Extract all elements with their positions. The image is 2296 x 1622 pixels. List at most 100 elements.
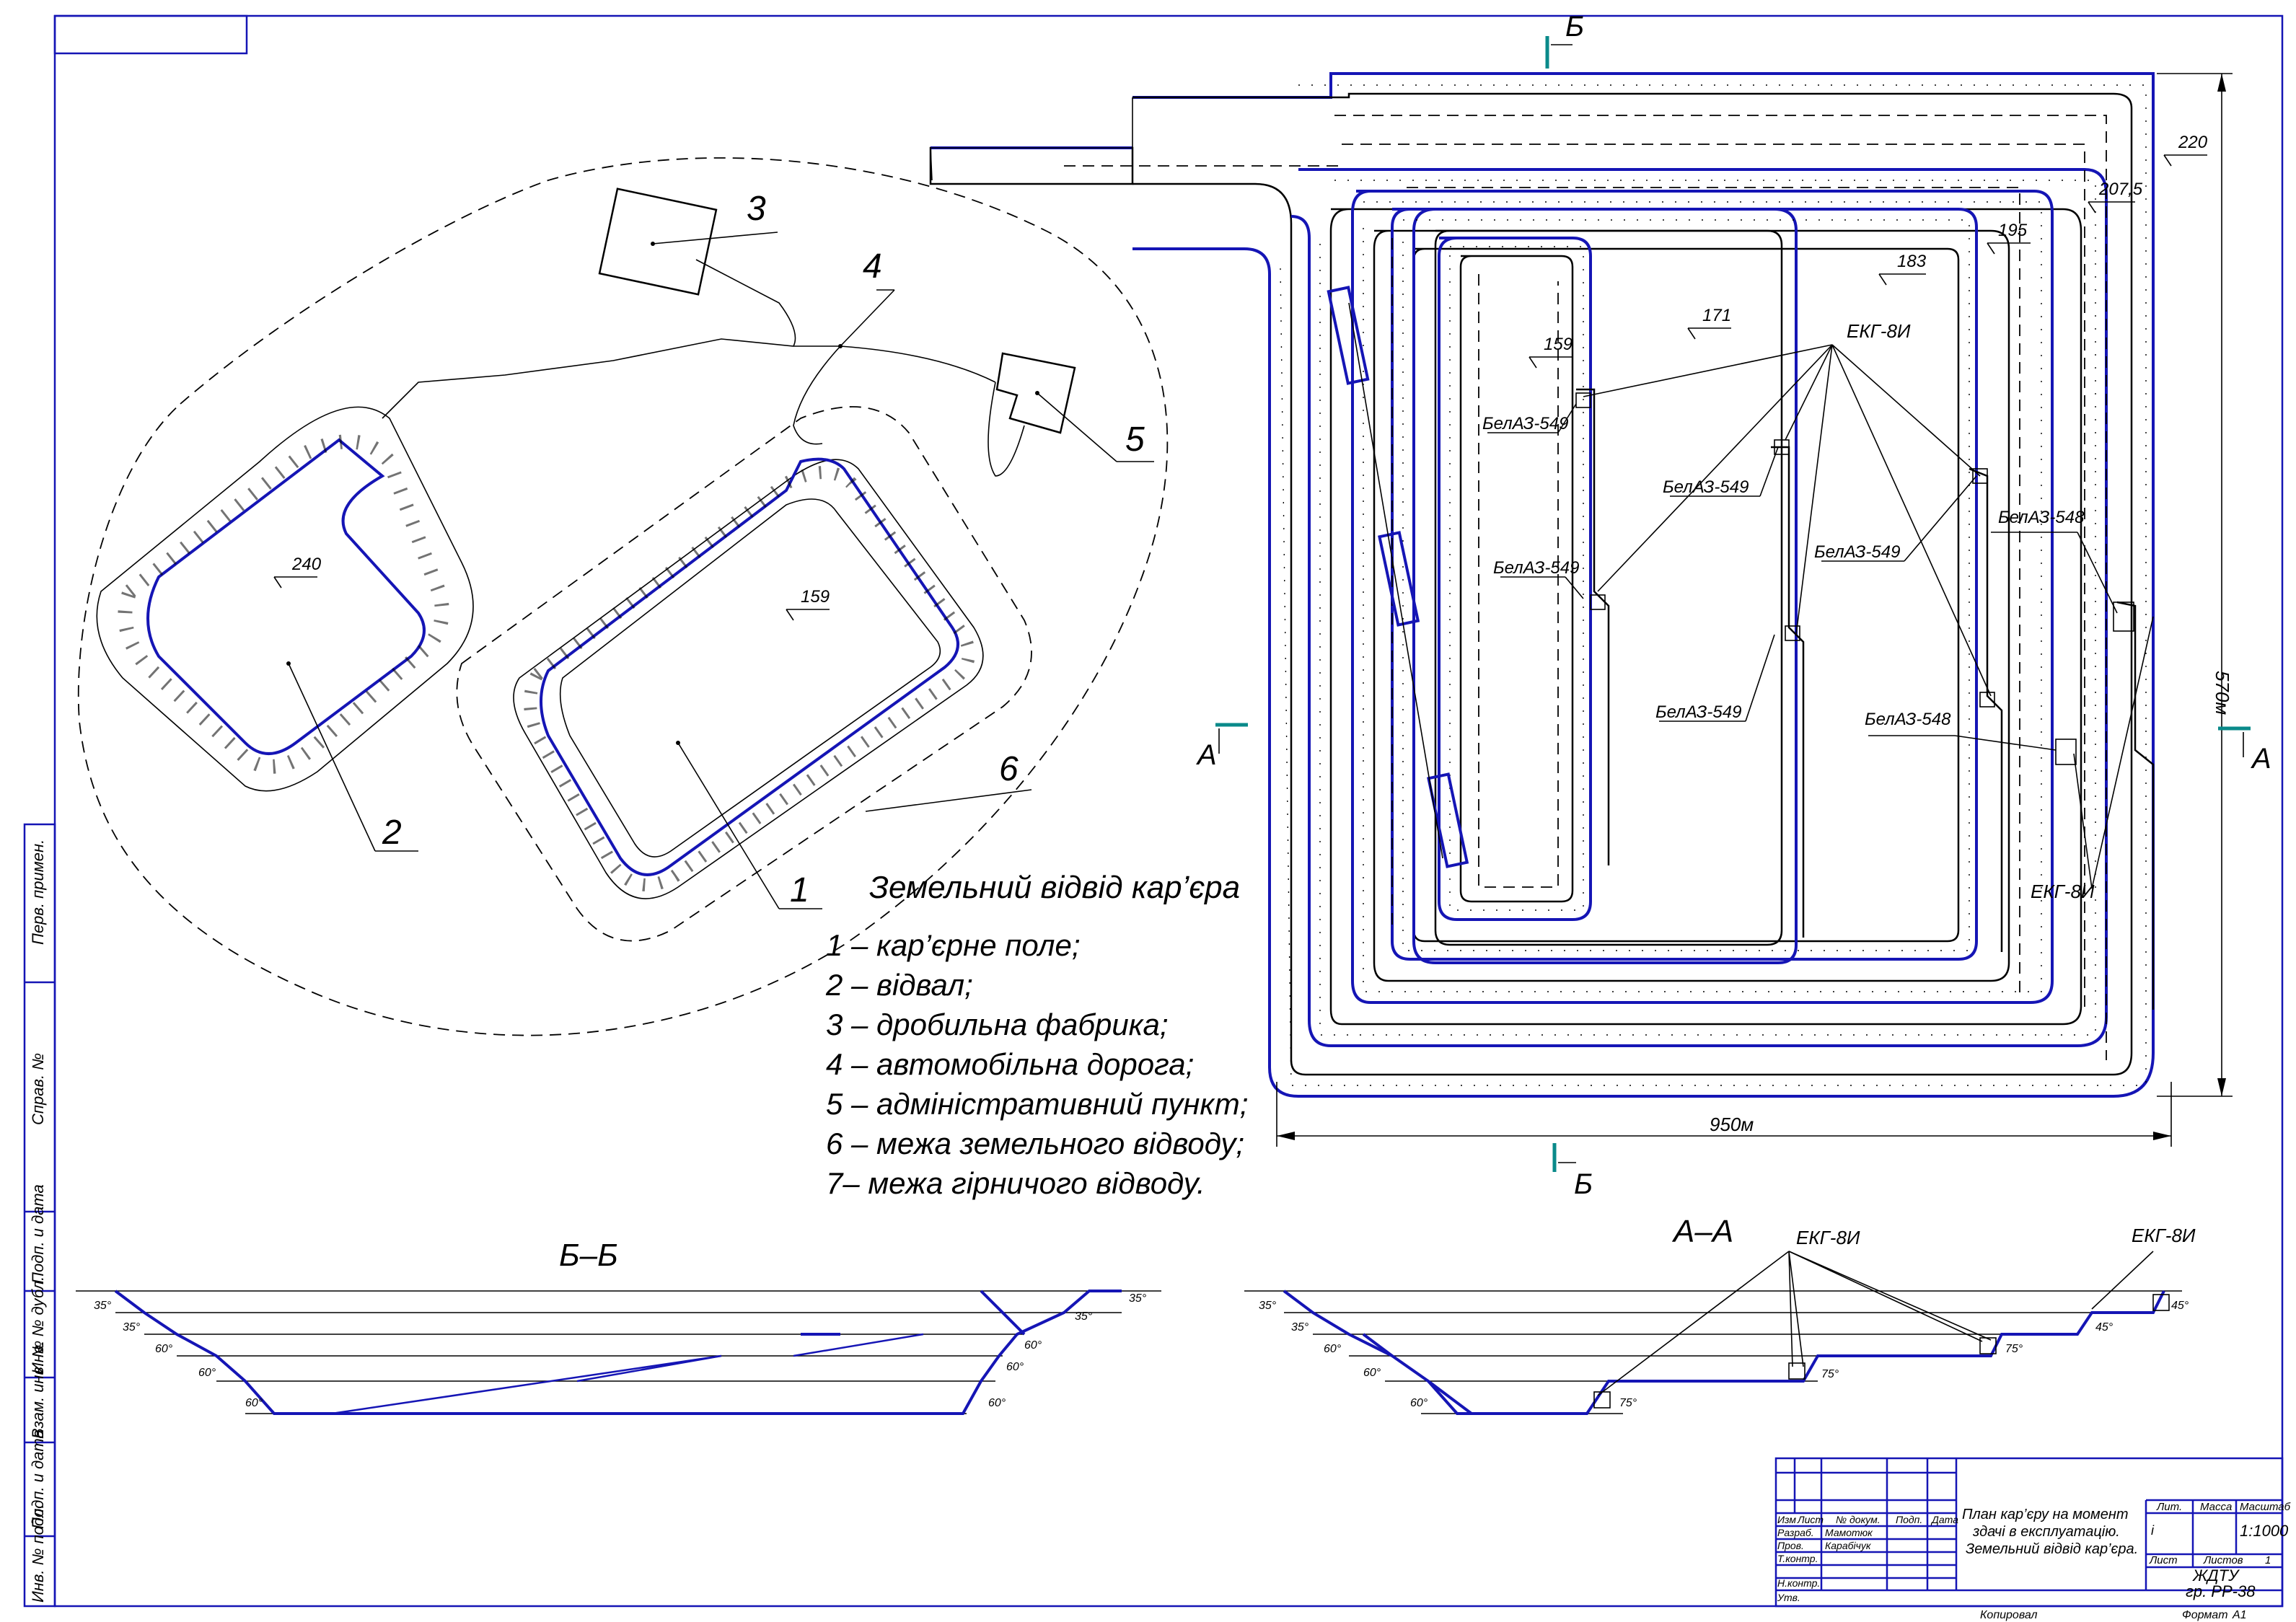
tb-sheets-label: Листов — [2203, 1554, 2243, 1566]
section-bb-title: Б–Б — [559, 1238, 618, 1273]
legend-item-2: 2 – відвал; — [825, 968, 973, 1002]
stamp-label-first-use: Перв. примен. — [29, 839, 47, 945]
elev-171: 171 — [1702, 306, 1731, 325]
tb-org-line-1: ЖДТУ — [2192, 1566, 2240, 1584]
elev-183: 183 — [1897, 252, 1927, 271]
haul-road — [382, 259, 1025, 477]
tb-sheets-value: 1 — [2265, 1554, 2271, 1566]
tb-col-list: Лист — [1797, 1514, 1824, 1525]
admin-building — [995, 352, 1076, 434]
legend-item-6: 6 – межа земельного відводу; — [826, 1127, 1244, 1160]
dimension-height: 570м — [2212, 671, 2233, 715]
tb-lit-label: Лит. — [2156, 1501, 2182, 1513]
bb-right-angle-4: 60° — [1006, 1361, 1024, 1373]
elev-220: 220 — [2178, 133, 2208, 152]
callout-2: 2 — [382, 814, 402, 852]
stamp-label-dup-inv: Инв. № дубл. — [29, 1277, 47, 1374]
tb-col-date: Дата — [1930, 1514, 1958, 1525]
callout-3: 3 — [747, 190, 766, 228]
tb-title-line-2: здачі в експлуатацію. — [1972, 1524, 2120, 1540]
crushing-plant — [598, 188, 718, 296]
dimension-width: 950м — [1710, 1114, 1754, 1135]
elev-159: 159 — [1544, 335, 1573, 354]
truck-549-label-3: БелАЗ-549 — [1493, 558, 1579, 578]
dump-elevation: 240 — [291, 555, 322, 574]
section-mark-b-top: Б — [1565, 11, 1584, 43]
truck-548-label-2: БелАЗ-548 — [1865, 710, 1951, 729]
tb-format-value: А1 — [2232, 1609, 2247, 1621]
stamp-label-sign-date-1: Подп. и дата — [29, 1184, 47, 1284]
sheet-frame — [53, 14, 2284, 1608]
title-block: Изм Лист № докум. Подп. Дата Разраб. Мам… — [1774, 1457, 2291, 1621]
elev-207-5: 207,5 — [2098, 180, 2143, 199]
truck-549-label-5: БелАЗ-549 — [1655, 702, 1741, 722]
stamp-label-ref-no: Справ. № — [29, 1053, 47, 1125]
tb-role-tcontrol: Т.контр. — [1777, 1553, 1818, 1564]
stamp-label-orig-inv: Инв. № подл. — [29, 1504, 47, 1603]
side-stamp: Перв. примен. Справ. № Подп. и дата Инв.… — [23, 823, 56, 1608]
tb-scale-value: 1:1000 — [2240, 1522, 2289, 1540]
tb-format-label: Формат — [2182, 1609, 2228, 1621]
tb-role-checker: Пров. — [1777, 1540, 1804, 1551]
section-mark-a-left: А — [1196, 739, 1217, 771]
bb-left-angle-2: 35° — [123, 1321, 141, 1334]
stamp-label-sign-date-2: Подп. и дата — [29, 1429, 47, 1529]
aa-left-angle-4: 60° — [1363, 1367, 1381, 1379]
bb-right-angle-1: 35° — [1129, 1292, 1147, 1305]
bb-left-angle-3: 60° — [155, 1343, 173, 1355]
truck-549-label-4: БелАЗ-549 — [1814, 542, 1900, 562]
section-mark-b-bottom: Б — [1574, 1168, 1593, 1200]
callout-4: 4 — [863, 247, 882, 286]
section-bb: Б–Б 35° 35° 60° 60° 60° 35° 35° 60° 60° … — [76, 1238, 1161, 1415]
aa-right-angle-2: 45° — [2095, 1321, 2114, 1334]
callout-5: 5 — [1125, 420, 1145, 459]
tb-org-line-2: гр. РР-38 — [2186, 1582, 2256, 1600]
pit-field — [513, 457, 984, 899]
waste-dump — [96, 406, 474, 792]
aa-right-angle-4: 75° — [1821, 1368, 1839, 1380]
tb-mass-label: Масса — [2200, 1501, 2232, 1513]
excavator-label-bottom: ЕКГ-8И — [2031, 881, 2095, 902]
tb-copied-label: Копировал — [1980, 1609, 2038, 1621]
tb-name-developer: Мамотюк — [1825, 1527, 1873, 1538]
aa-left-angle-5: 60° — [1410, 1397, 1428, 1409]
legend-item-7: 7– межа гірничого відводу. — [826, 1166, 1205, 1200]
tb-col-doc: № докум. — [1836, 1514, 1881, 1525]
tb-title-line-3: Земельний відвід кар’єра. — [1966, 1541, 2138, 1557]
pit-elevation-site: 159 — [801, 587, 830, 607]
tb-name-checker: Карабічук — [1825, 1540, 1872, 1551]
land-allotment-boundary — [77, 157, 1169, 1036]
elev-195: 195 — [1998, 221, 2028, 240]
tb-lit-value: i — [2151, 1523, 2155, 1538]
truck-549-label-2: БелАЗ-549 — [1663, 477, 1749, 497]
stamp-label-repl-inv: Взам. инв. № — [29, 1341, 47, 1439]
excavator-label-top: ЕКГ-8И — [1847, 320, 1911, 342]
tb-role-approved: Утв. — [1777, 1592, 1800, 1603]
bb-right-angle-3: 60° — [1024, 1339, 1042, 1352]
aa-excavator-label-2: ЕКГ-8И — [2132, 1225, 2196, 1246]
tb-title-line-1: План кар’єру на момент — [1962, 1507, 2129, 1522]
tb-col-sign: Подп. — [1896, 1514, 1922, 1525]
aa-left-angle-3: 60° — [1324, 1343, 1342, 1355]
section-aa-title: А–А — [1671, 1214, 1733, 1249]
callout-6: 6 — [999, 750, 1019, 788]
section-aa: А–А ЕКГ-8И ЕКГ-8И 35° 35° 60° 60° 60° 45… — [1244, 1214, 2196, 1415]
legend-item-4: 4 – автомобільна дорога; — [826, 1047, 1194, 1081]
aa-right-angle-5: 75° — [1619, 1397, 1637, 1409]
pit-plan: 220 207,5 195 183 171 159 ЕКГ-8И ЕКГ-8И … — [929, 11, 2271, 1200]
truck-548-label-1: БелАЗ-548 — [1998, 508, 2085, 527]
tb-role-ncontrol: Н.контр. — [1777, 1577, 1820, 1589]
section-mark-a-right: А — [2251, 743, 2271, 775]
truck-549-label-1: БелАЗ-549 — [1482, 414, 1568, 433]
bb-right-angle-2: 35° — [1075, 1310, 1093, 1323]
bb-left-angle-4: 60° — [198, 1367, 216, 1379]
site-plan: 3 4 5 6 2 1 240 159 — [77, 157, 1169, 1036]
bb-left-angle-5: 60° — [245, 1397, 263, 1409]
legend: Земельний відвід кар’єра 1 – кар’єрне по… — [825, 870, 1248, 1200]
aa-left-angle-2: 35° — [1291, 1321, 1309, 1334]
aa-right-angle-3: 75° — [2005, 1343, 2023, 1355]
tb-col-izm: Изм — [1777, 1514, 1796, 1525]
tb-role-developer: Разраб. — [1777, 1527, 1814, 1538]
callout-1: 1 — [790, 871, 809, 909]
